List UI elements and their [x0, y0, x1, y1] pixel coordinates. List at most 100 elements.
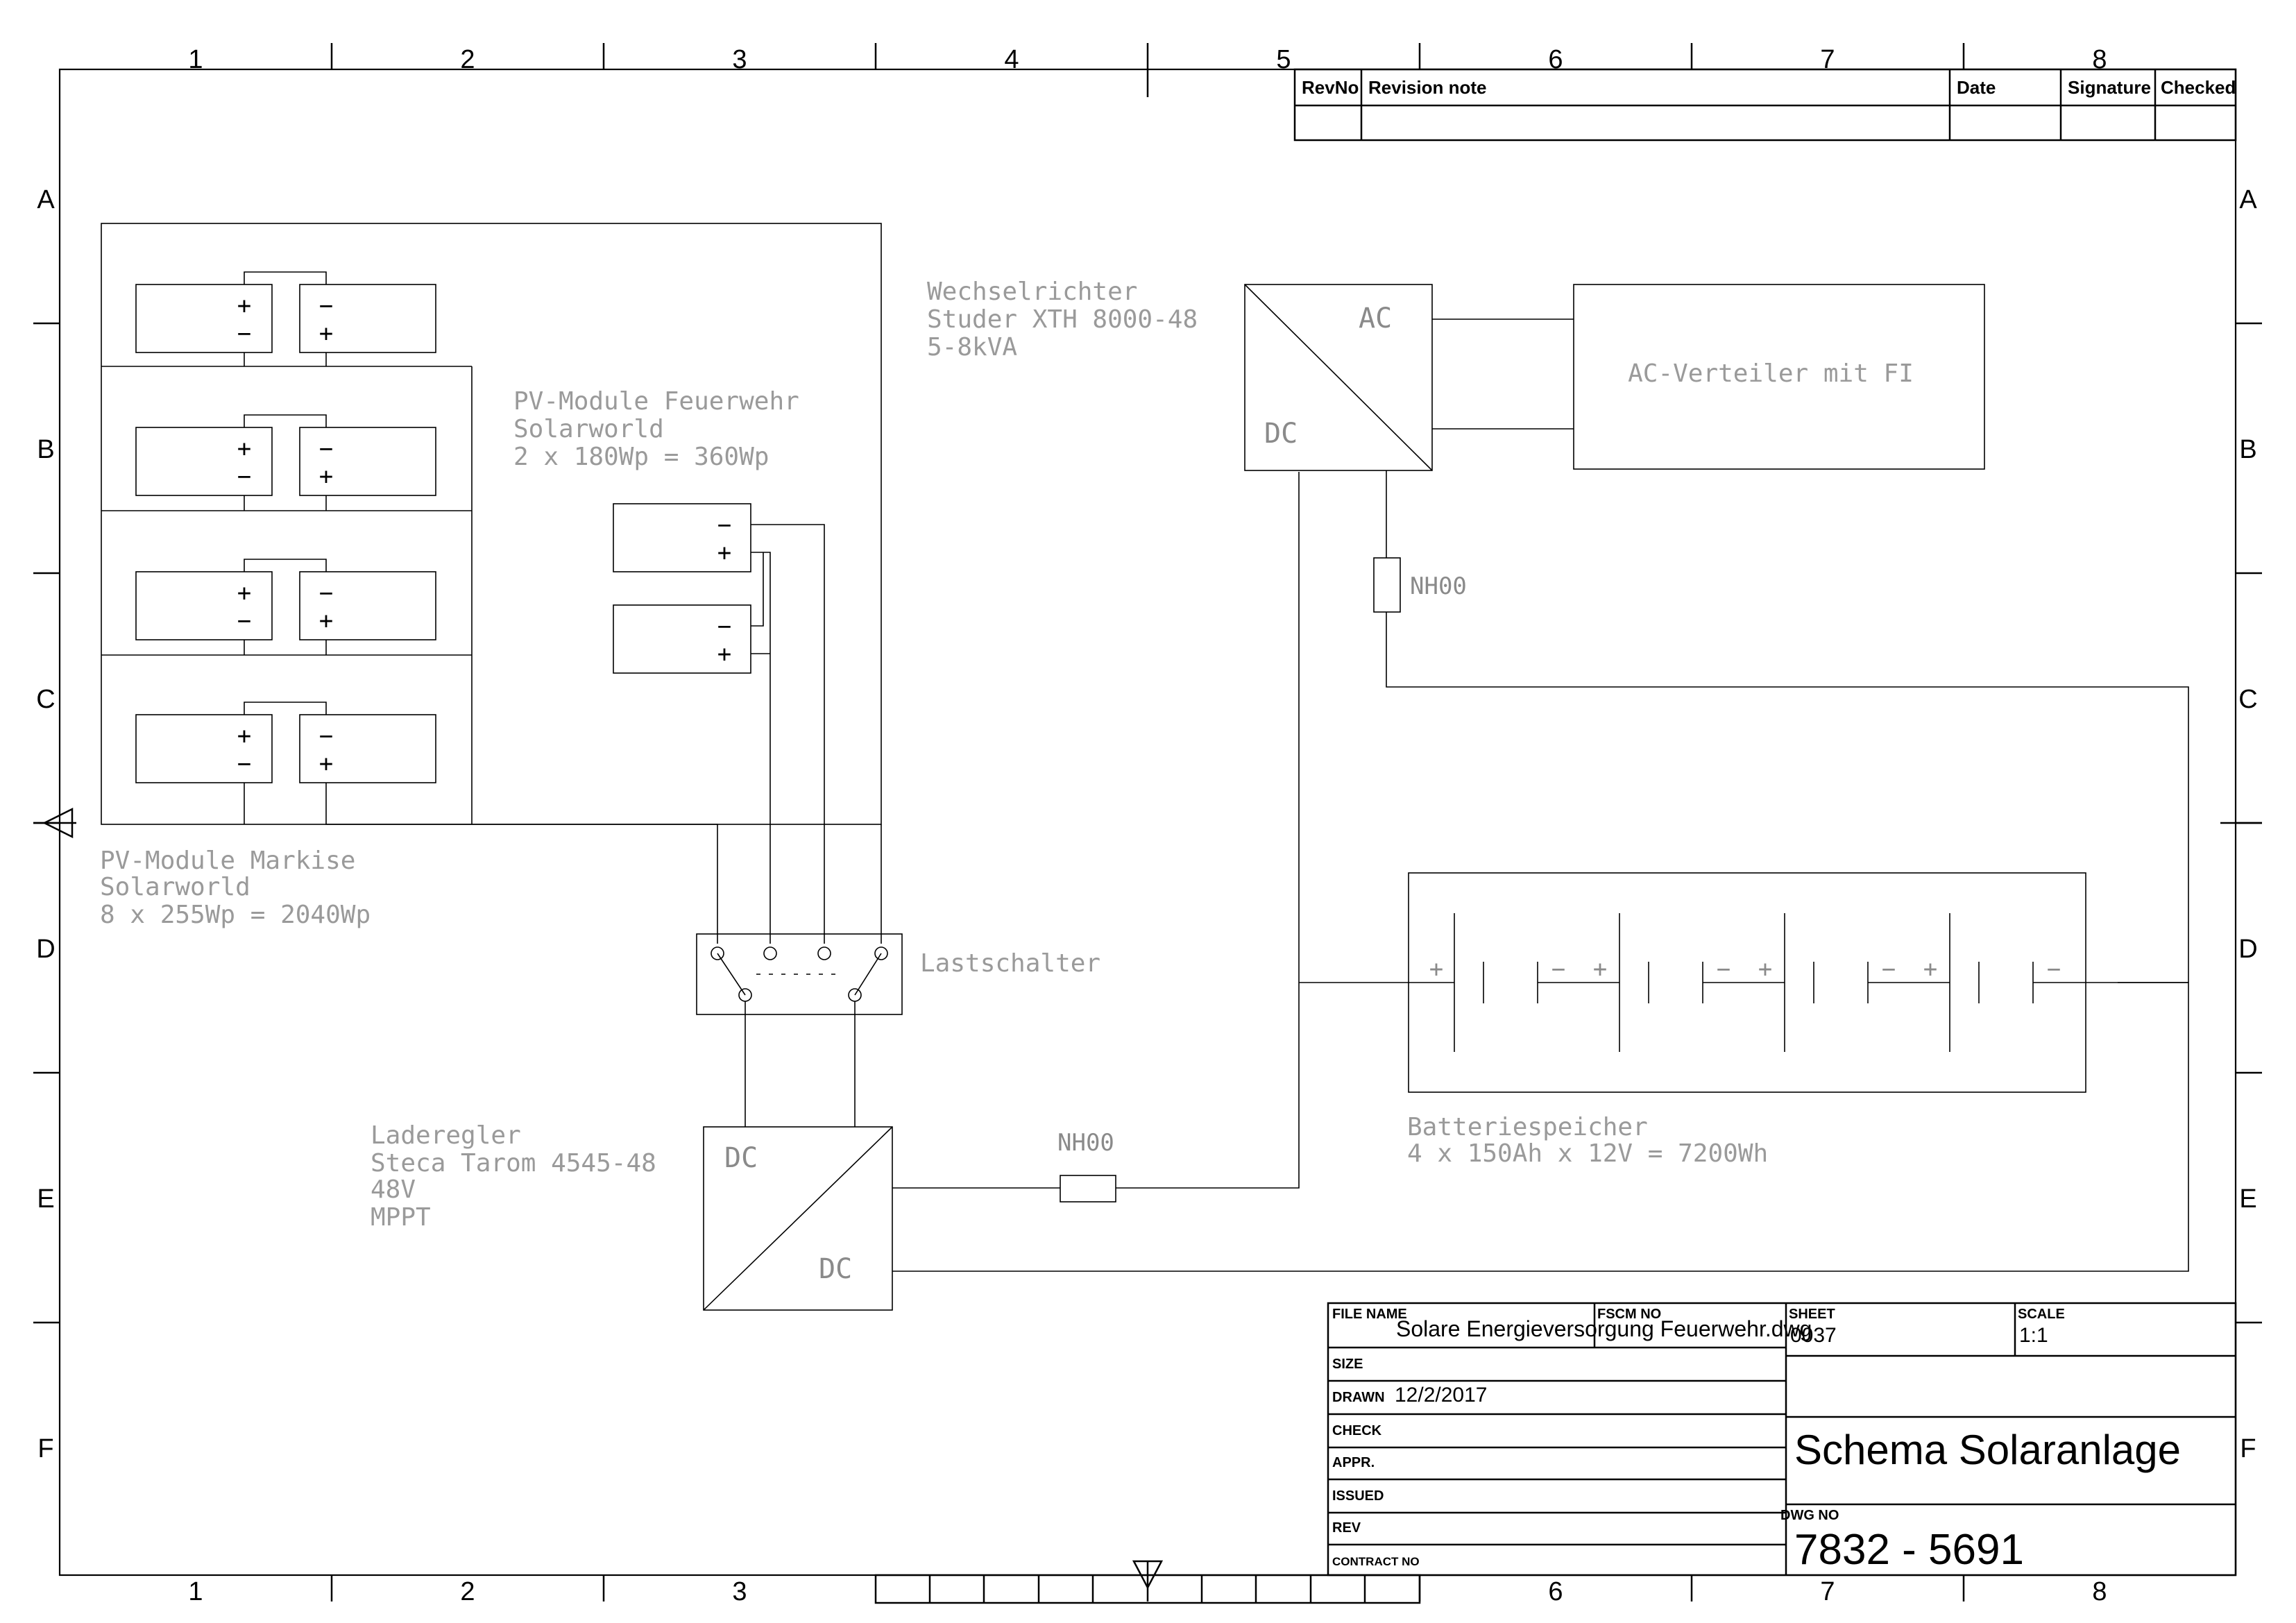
svg-text:+: +	[237, 435, 251, 463]
svg-text:−: −	[717, 511, 731, 539]
tb-dwg-label: DWG NO	[1780, 1508, 1839, 1523]
grid-col-top-8: 8	[2092, 45, 2107, 74]
svg-text:+: +	[717, 539, 731, 567]
svg-text:MPPT: MPPT	[371, 1203, 431, 1232]
svg-text:8 x 255Wp = 2040Wp: 8 x 255Wp = 2040Wp	[100, 901, 371, 929]
grid-col-bottom-6: 6	[1548, 1577, 1563, 1606]
pv-markise-label: PV-Module Markise Solarworld 8 x 255Wp =…	[100, 847, 371, 929]
battery-bank	[1299, 872, 2188, 1093]
grid-col-top-6: 6	[1548, 45, 1563, 74]
svg-text:−: −	[237, 320, 251, 348]
fuse-top	[1373, 470, 2189, 983]
svg-text:−: −	[237, 607, 251, 635]
grid-col-bottom-2: 2	[460, 1577, 475, 1606]
svg-text:−: −	[1882, 955, 1896, 983]
grid-col-bottom-1: 1	[188, 1577, 203, 1606]
pv-module-3b	[299, 571, 436, 640]
grid-row-left-c: C	[36, 685, 55, 714]
tb-sheet: 0037	[1790, 1324, 1837, 1347]
charge-controller-dc-in: DC	[724, 1142, 758, 1174]
tb-drawn: 12/2/2017	[1395, 1384, 1487, 1407]
charge-controller: DC DC	[703, 1126, 893, 1311]
svg-text:PV-Module Markise: PV-Module Markise	[100, 847, 355, 875]
inverter: AC DC	[1244, 284, 1574, 471]
ac-distribution-box	[1573, 284, 1985, 470]
svg-text:+: +	[237, 579, 251, 607]
svg-text:Wechselrichter: Wechselrichter	[927, 278, 1137, 306]
inverter-ac: AC	[1359, 303, 1392, 334]
svg-text:+: +	[237, 722, 251, 750]
grid-row-right-d: D	[2238, 935, 2257, 964]
grid-row-right-e: E	[2239, 1184, 2256, 1214]
svg-text:+: +	[1429, 955, 1443, 983]
tb-rev-label: REV	[1332, 1520, 1361, 1536]
fuse-bottom-label: NH00	[1057, 1129, 1114, 1157]
revision-table: RevNo Revision note Date Signature Check…	[1293, 68, 2237, 142]
ac-distribution-label: AC-Verteiler mit FI	[1628, 359, 1914, 388]
svg-text:+: +	[319, 463, 333, 491]
load-switch	[696, 824, 903, 1127]
fuse-top-label: NH00	[1410, 572, 1467, 600]
tb-fscm-label: FSCM NO	[1597, 1307, 1661, 1322]
grid-row-left-f: F	[37, 1434, 53, 1463]
svg-text:PV-Module Feuerwehr: PV-Module Feuerwehr	[513, 387, 799, 416]
svg-text:−: −	[319, 722, 333, 750]
svg-text:Solarworld: Solarworld	[100, 873, 250, 901]
inverter-label: Wechselrichter Studer XTH 8000-48 5-8kVA	[927, 278, 1198, 362]
pv-feuerwehr-polarity: − + − +	[717, 511, 731, 668]
svg-text:−: −	[237, 463, 251, 491]
pv-markise-modules	[135, 271, 718, 944]
svg-text:5-8kVA: 5-8kVA	[927, 333, 1017, 362]
grid-col-top-3: 3	[732, 45, 747, 74]
svg-text:+: +	[319, 320, 333, 348]
grid-row-right-b: B	[2239, 435, 2256, 464]
svg-text:Solarworld: Solarworld	[513, 415, 664, 443]
tb-appr-label: APPR.	[1332, 1455, 1375, 1470]
svg-text:−: −	[319, 292, 333, 320]
svg-text:48V: 48V	[371, 1175, 416, 1204]
svg-text:+: +	[319, 750, 333, 778]
charge-controller-dc-out: DC	[819, 1253, 852, 1285]
pv-module-2a	[135, 427, 273, 496]
tb-contract-label: CONTRACT NO	[1332, 1555, 1420, 1568]
grid-col-top-2: 2	[460, 45, 475, 74]
tb-check-label: CHECK	[1332, 1423, 1382, 1438]
grid-col-top-1: 1	[188, 45, 203, 74]
pv-module-4b	[299, 714, 436, 783]
pv-module-1b	[299, 284, 436, 353]
grid-col-bottom-8: 8	[2092, 1577, 2107, 1606]
svg-text:+: +	[1593, 955, 1607, 983]
svg-text:−: −	[717, 613, 731, 640]
battery-polarity: + − + − + − + −	[1429, 955, 2061, 983]
grid-col-top-5: 5	[1276, 45, 1291, 74]
grid-row-left-b: B	[37, 435, 54, 464]
tb-file-name: Solare Energieversorgung Feuerwehr.dwg	[1396, 1316, 1812, 1341]
pv-module-2b	[299, 427, 436, 496]
grid-col-top-7: 7	[1820, 45, 1835, 74]
battery-label: Batteriespeicher 4 x 150Ah x 12V = 7200W…	[1407, 1113, 1768, 1168]
svg-text:Studer XTH 8000-48: Studer XTH 8000-48	[927, 305, 1198, 334]
pv-feuerwehr-modules	[613, 503, 825, 944]
scale-strip	[874, 1574, 1421, 1604]
grid-ticks	[33, 43, 2262, 1601]
svg-text:−: −	[319, 435, 333, 463]
tb-file-name-label: FILE NAME	[1332, 1307, 1407, 1322]
tb-sheet-label: SHEET	[1789, 1307, 1835, 1322]
svg-text:+: +	[1758, 955, 1772, 983]
load-switch-label: Lastschalter	[920, 949, 1100, 978]
svg-text:+: +	[237, 292, 251, 320]
pv-module-1a	[135, 284, 273, 353]
svg-text:−: −	[1717, 955, 1730, 983]
svg-text:+: +	[319, 607, 333, 635]
rev-header-date: Date	[1957, 77, 1996, 98]
rev-header-checked: Checked	[2161, 77, 2236, 98]
pv-markise-array	[101, 223, 882, 825]
tb-drawn-label: DRAWN	[1332, 1390, 1385, 1405]
tb-scale-label: SCALE	[2018, 1307, 2065, 1322]
rev-header-revno: RevNo	[1302, 77, 1359, 98]
rev-header-signature: Signature	[2068, 77, 2151, 98]
svg-text:+: +	[1923, 955, 1937, 983]
svg-text:Steca Tarom 4545-48: Steca Tarom 4545-48	[371, 1149, 656, 1178]
svg-text:−: −	[1551, 955, 1565, 983]
